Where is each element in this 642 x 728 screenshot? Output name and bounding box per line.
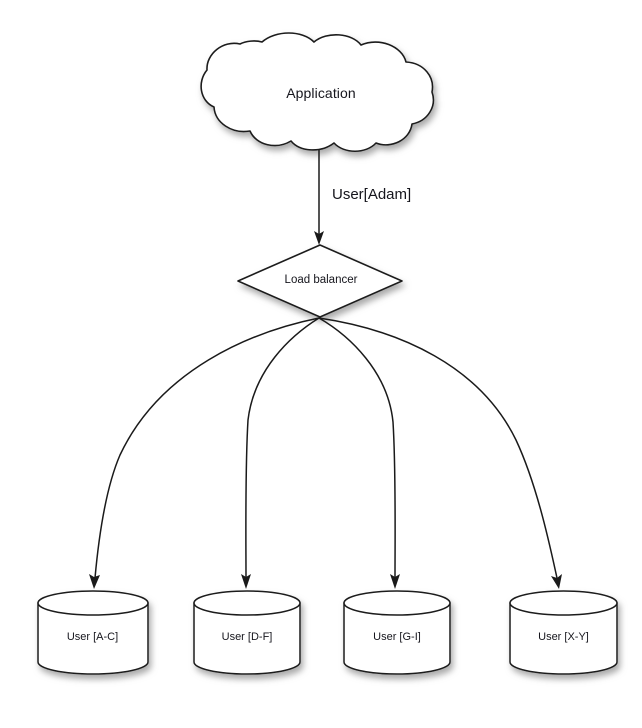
edge-load-balancer-to-database-2[interactable] xyxy=(241,317,320,589)
cylinder-body xyxy=(193,602,301,675)
edge-load-balancer-to-database-1[interactable] xyxy=(89,317,320,589)
arrow-head-icon xyxy=(314,231,324,245)
cylinder-body xyxy=(343,602,451,675)
cylinder-top xyxy=(193,590,301,616)
edge-application-to-load-balancer[interactable] xyxy=(314,150,324,245)
cylinder-top xyxy=(343,590,451,616)
edge-line xyxy=(245,317,320,579)
node-application-cloud[interactable] xyxy=(200,32,435,153)
cylinder-body xyxy=(37,602,149,675)
cylinder-body xyxy=(509,602,618,675)
arrow-head-icon xyxy=(89,574,100,589)
edge-load-balancer-to-database-4[interactable] xyxy=(318,317,562,589)
edge-line xyxy=(94,317,320,579)
arrow-head-icon xyxy=(551,574,562,589)
cylinder-top xyxy=(37,590,149,616)
edge-line xyxy=(318,317,396,579)
edge-load-balancer-to-database-3[interactable] xyxy=(318,317,400,589)
diamond-shape xyxy=(237,244,403,318)
node-load-balancer[interactable] xyxy=(237,244,403,318)
arrow-head-icon xyxy=(241,574,251,589)
node-database-2[interactable] xyxy=(193,590,301,675)
arrow-head-icon xyxy=(390,574,400,589)
node-database-4[interactable] xyxy=(509,590,618,675)
node-database-1[interactable] xyxy=(37,590,149,675)
cylinder-top xyxy=(509,590,618,616)
node-database-3[interactable] xyxy=(343,590,451,675)
edge-line xyxy=(318,317,558,579)
cloud-shape xyxy=(200,32,435,153)
